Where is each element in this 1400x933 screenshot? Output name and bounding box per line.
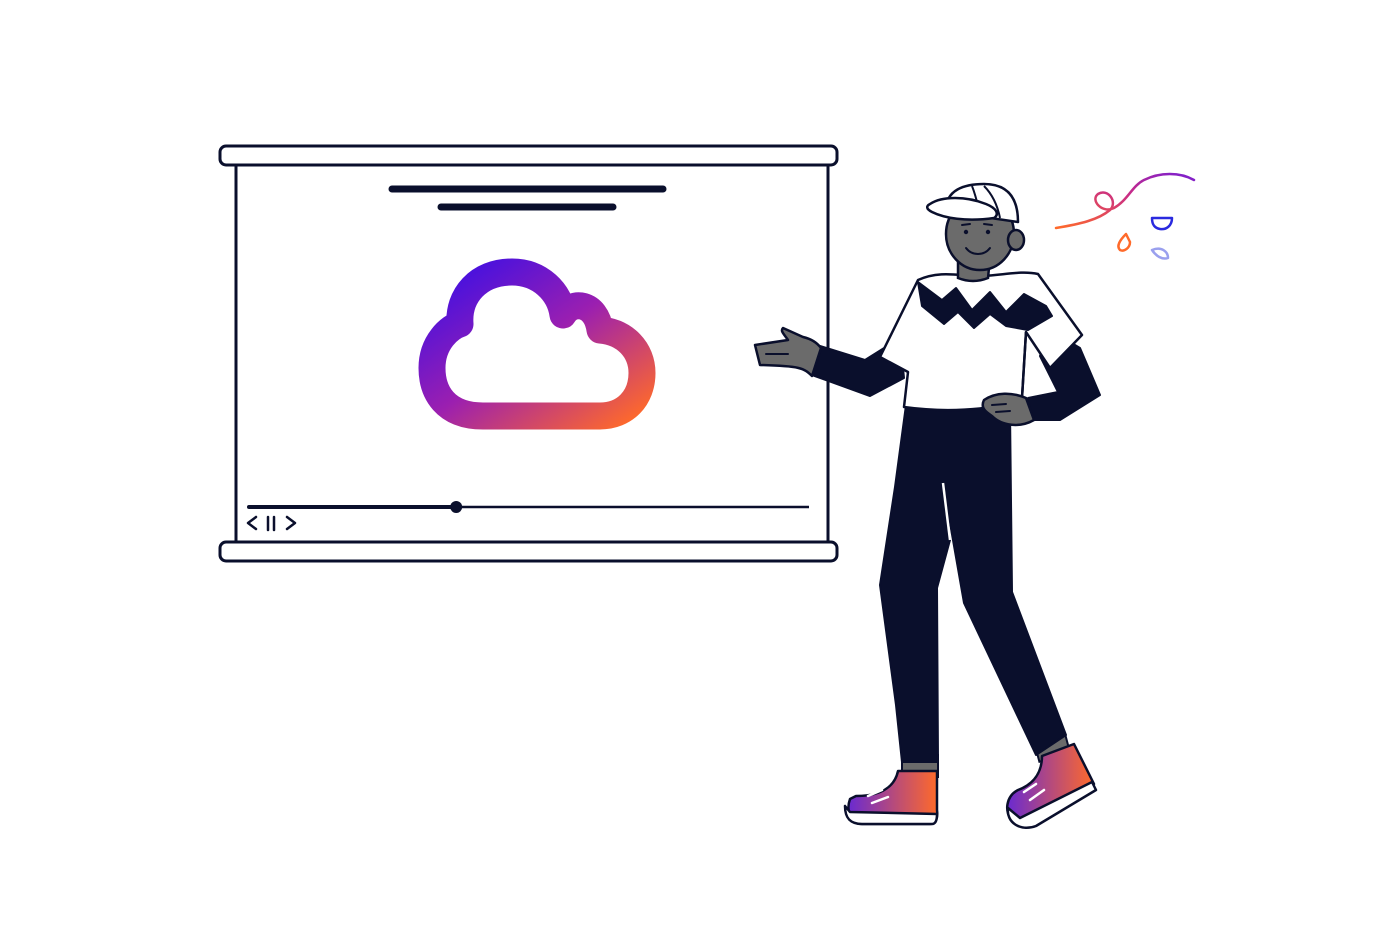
shirt-zigzag: [917, 281, 1053, 331]
squiggle-ribbon: [1054, 172, 1196, 230]
pants: [879, 404, 1067, 763]
next-icon[interactable]: [285, 515, 297, 531]
confetti-decoration: [1054, 172, 1196, 260]
confetti-orange-drop: [1117, 232, 1132, 252]
projector-screen: [218, 144, 839, 563]
ear: [1006, 228, 1026, 252]
right-eye: [985, 229, 991, 235]
right-shoe: [1005, 731, 1098, 829]
left-eye: [963, 229, 969, 235]
smile: [965, 247, 991, 255]
confetti-blue-cup: [1150, 216, 1174, 231]
screen-top-bar: [218, 144, 839, 167]
screen-bottom-bar: [218, 540, 839, 563]
cap: [926, 182, 1020, 224]
cloud-icon: [418, 258, 656, 430]
shirt-side-seam: [1020, 331, 1028, 399]
previous-icon[interactable]: [246, 515, 258, 531]
hip-hand: [981, 392, 1036, 427]
progress-knob[interactable]: [450, 501, 463, 513]
screen-canvas: [234, 160, 830, 548]
pants-seam: [941, 482, 952, 541]
pause-icon[interactable]: [266, 515, 276, 532]
left-shoe: [843, 754, 939, 826]
confetti-lavender-drop: [1150, 247, 1170, 260]
pointing-hand: [753, 326, 823, 378]
t-shirt: [878, 271, 1084, 412]
presenter-person: [753, 182, 1101, 829]
